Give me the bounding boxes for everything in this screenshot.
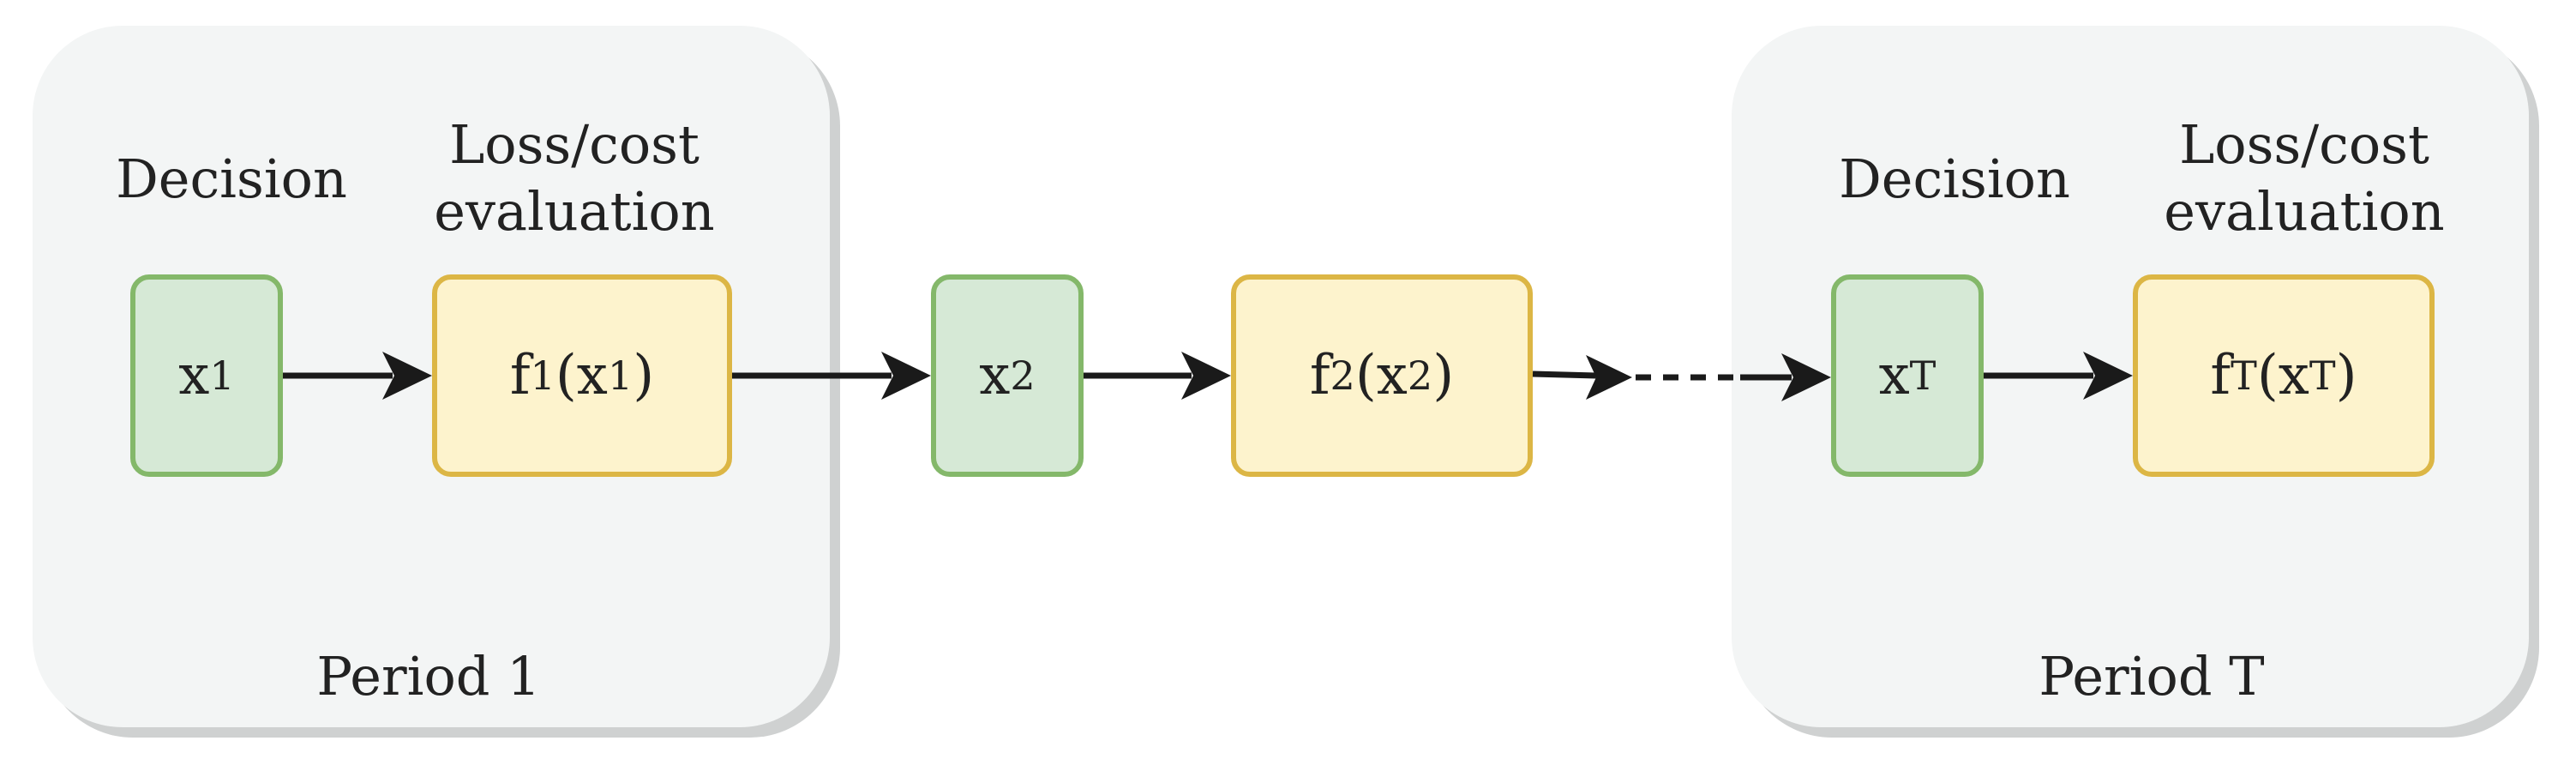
arrow-f1-to-x2 [732,352,931,400]
evaluation-node-f1-close: ) [633,344,655,407]
period-1-evaluation-label-line1: Loss/cost [449,113,700,176]
evaluation-node-f2-close: ) [1432,344,1455,407]
arrow-x2-to-f2 [1084,352,1231,400]
evaluation-node-f2-fn: f [1309,344,1330,407]
evaluation-node-f2-arg: x [1376,344,1408,407]
period-T-footer: Period T [2039,645,2265,708]
period-1-evaluation-label-line2: evaluation [434,180,715,243]
period-1-evaluation-label: Loss/cost evaluation [411,111,737,245]
period-1-decision-label: Decision [116,148,347,210]
evaluation-node-fT-close: ) [2335,344,2357,407]
evaluation-node-fT-arg: x [2278,344,2309,407]
evaluation-node-fT-fn: f [2210,344,2231,407]
arrow-xT-to-fT [1984,352,2133,400]
arrow-x1-to-f1 [283,352,432,400]
period-T-decision-label: Decision [1839,148,2070,210]
period-1-footer: Period 1 [316,645,541,708]
evaluation-node-fT-open: ( [2256,344,2279,407]
period-T-evaluation-label-line1: Loss/cost [2179,113,2429,176]
arrow-f2-to-ellipsis [1532,355,1632,400]
decision-node-xT-base: x [1878,344,1910,407]
evaluation-node-f2-open: ( [1354,344,1377,407]
arrow-ellipsis-to-xT [1740,353,1831,401]
decision-node-x1-base: x [178,344,210,407]
evaluation-node-f1-open: ( [555,344,577,407]
period-T-evaluation-label: Loss/cost evaluation [2141,111,2467,245]
period-T-evaluation-label-line2: evaluation [2164,180,2445,243]
evaluation-node-f1-fn: f [509,344,531,407]
evaluation-node-f1-arg: x [576,344,608,407]
decision-node-x2-base: x [979,344,1011,407]
